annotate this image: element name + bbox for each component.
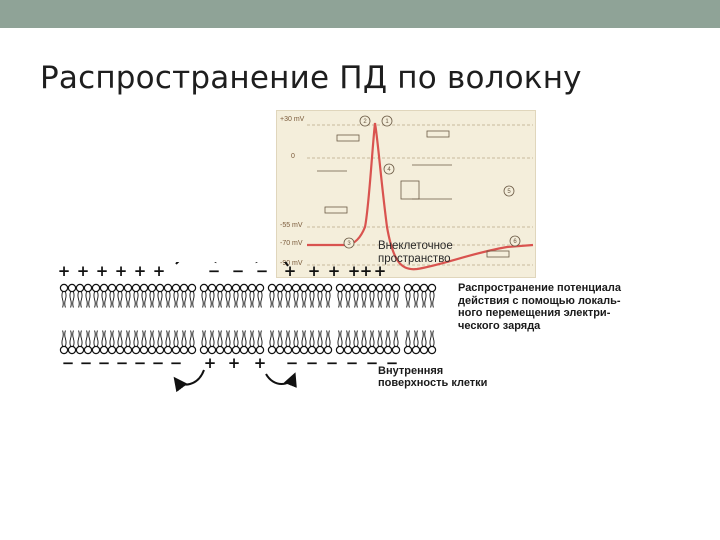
current-arrow-bottom-right <box>266 374 294 384</box>
charge-in-12: − <box>306 354 319 372</box>
charge-in-2: − <box>80 354 93 372</box>
figure-caption: Распространение потенциала действия с по… <box>458 282 621 332</box>
charge-in-5: − <box>134 354 147 372</box>
y-label-plus30: +30 mV <box>280 116 304 123</box>
current-arrow-bottom-left <box>176 370 204 385</box>
charge-in-14: − <box>346 354 359 372</box>
charge-in-7: − <box>170 354 183 372</box>
caption-line3: ного перемещения электри- <box>458 307 621 320</box>
charge-in-3: − <box>98 354 111 372</box>
lipid-bilayer-upper <box>60 284 435 307</box>
charge-out-13: + <box>348 262 361 280</box>
inner-surface-line1: Внутренняя <box>378 365 487 377</box>
charge-out-11: + <box>308 262 321 280</box>
charge-out-2: + <box>77 262 90 280</box>
charge-out-6: + <box>153 262 166 280</box>
caption-line2: действия с помощью локаль- <box>458 295 621 308</box>
inside-charges: − − − − − − − + + + − − − − − − <box>62 354 399 372</box>
charge-out-7: − <box>208 262 221 280</box>
y-label-minus55: -55 mV <box>280 222 303 229</box>
caption-line1: Распространение потенциала <box>458 282 621 295</box>
inner-surface-label: Внутренняя поверхность клетки <box>378 365 487 389</box>
lipid-bilayer-lower <box>60 331 435 354</box>
extracellular-label-line2: пространство <box>378 253 453 266</box>
charge-in-9: + <box>228 354 241 372</box>
extracellular-label-line1: Внеклеточное <box>378 240 453 253</box>
charge-out-1: + <box>58 262 70 280</box>
charge-in-11: − <box>286 354 299 372</box>
charge-out-8: − <box>232 262 245 280</box>
charge-in-8: + <box>204 354 217 372</box>
charge-out-14: + <box>360 262 373 280</box>
y-label-zero: 0 <box>291 153 295 160</box>
charge-in-6: − <box>152 354 165 372</box>
charge-out-4: + <box>115 262 128 280</box>
charge-out-10: + <box>284 262 297 280</box>
outside-charges: + + + + + + − − − + + + + + + <box>58 262 386 280</box>
charge-out-12: + <box>328 262 341 280</box>
extracellular-label: Внеклеточное пространство <box>378 240 453 265</box>
charge-in-10: + <box>254 354 267 372</box>
charge-out-9: − <box>256 262 269 280</box>
inner-surface-line2: поверхность клетки <box>378 377 487 389</box>
slide-title: Распространение ПД по волокну <box>40 60 582 96</box>
charge-in-1: − <box>62 354 75 372</box>
charge-out-3: + <box>96 262 109 280</box>
charge-in-13: − <box>326 354 339 372</box>
slide-top-bar <box>0 0 720 28</box>
y-label-minus70: -70 mV <box>280 240 303 247</box>
charge-in-4: − <box>116 354 129 372</box>
charge-in-15: − <box>366 354 379 372</box>
caption-line4: ческого заряда <box>458 320 621 333</box>
charge-out-5: + <box>134 262 147 280</box>
